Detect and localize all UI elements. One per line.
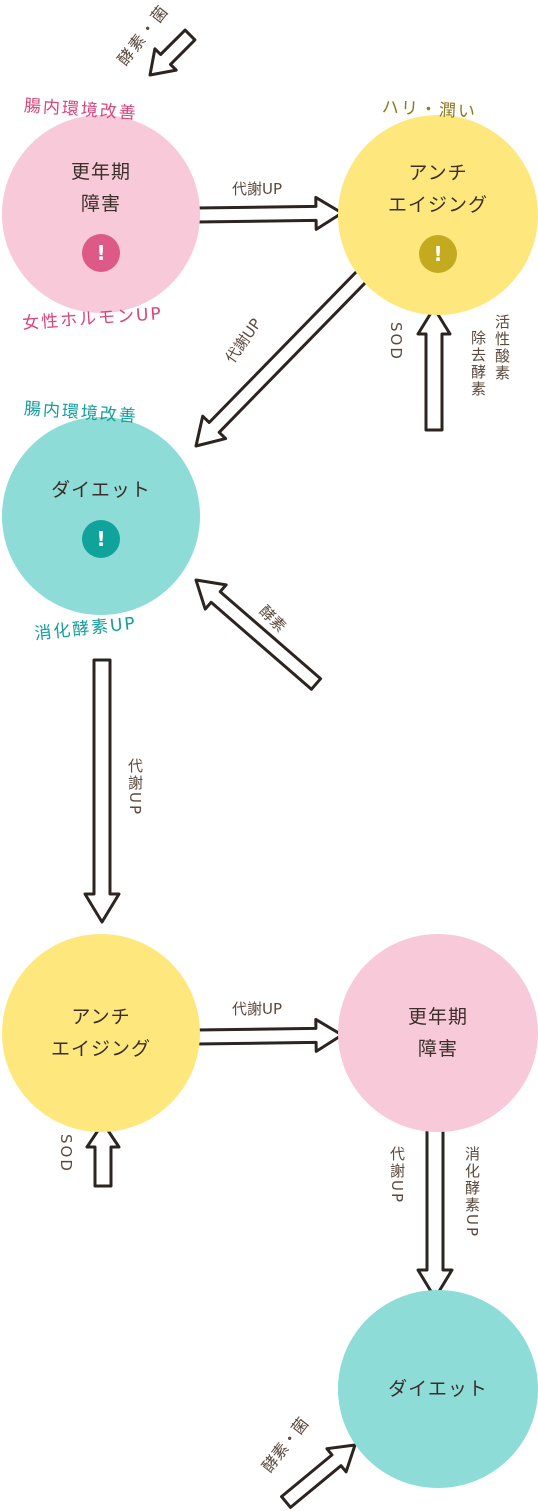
node-menopause-top: 更年期 障害 ! — [2, 115, 200, 313]
node-diet-bottom: ダイエット — [338, 1290, 538, 1488]
node-diet-mid: ダイエット ! — [2, 417, 200, 615]
alert-icon: ! — [82, 234, 120, 272]
node-label: ダイエット — [388, 1378, 488, 1400]
arrow-label-vertical-mid: 代謝UP — [126, 758, 144, 817]
arrow-label-bottom-vertical-right: 消化酵素UP — [463, 1146, 481, 1239]
arrow-vertical-mid — [83, 658, 121, 924]
node-antiaging-top: アンチ エイジング ! — [338, 115, 538, 315]
node-label: 更年期 障害 — [70, 161, 131, 215]
node-label: ダイエット — [51, 479, 151, 501]
arrow-enzyme-into-diet-bottom — [280, 1443, 357, 1509]
arrow-label-sod-top: SOD — [387, 322, 405, 361]
arrow-label-active-oxygen-2: 除去酵素 — [469, 330, 487, 398]
node-menopause-bottom: 更年期 障害 — [338, 934, 538, 1132]
arrow-sod-bottom-up — [85, 1121, 121, 1188]
arrow-enzyme-into-menopause — [148, 28, 197, 77]
arrow-label-bottom-vertical-left: 代謝UP — [388, 1146, 406, 1205]
alert-icon: ! — [419, 235, 457, 273]
node-label: アンチ エイジング — [387, 162, 488, 216]
arrow-sod-up — [416, 306, 452, 432]
node-antiaging-bottom: アンチ エイジング — [2, 934, 200, 1132]
arrow-label-top-horizontal: 代謝UP — [232, 180, 283, 198]
annotation-hari-uruoi: ハリ・潤い — [381, 97, 478, 123]
arrow-label-bottom-horizontal: 代謝UP — [232, 1000, 283, 1018]
arrow-bottom-horizontal — [194, 1017, 344, 1053]
arrow-top-horizontal — [194, 195, 344, 231]
arrow-label-active-oxygen-1: 活性酸素 — [493, 314, 511, 382]
node-label: 更年期 障害 — [407, 1006, 468, 1060]
node-label: アンチ エイジング — [50, 1006, 151, 1060]
alert-icon: ! — [82, 520, 120, 558]
arrow-enzyme-into-diet — [194, 578, 323, 691]
arrow-label-sod-bottom: SOD — [57, 1134, 75, 1173]
arrow-diagonal-down — [194, 267, 371, 448]
arrow-bottom-vertical — [416, 1122, 454, 1300]
